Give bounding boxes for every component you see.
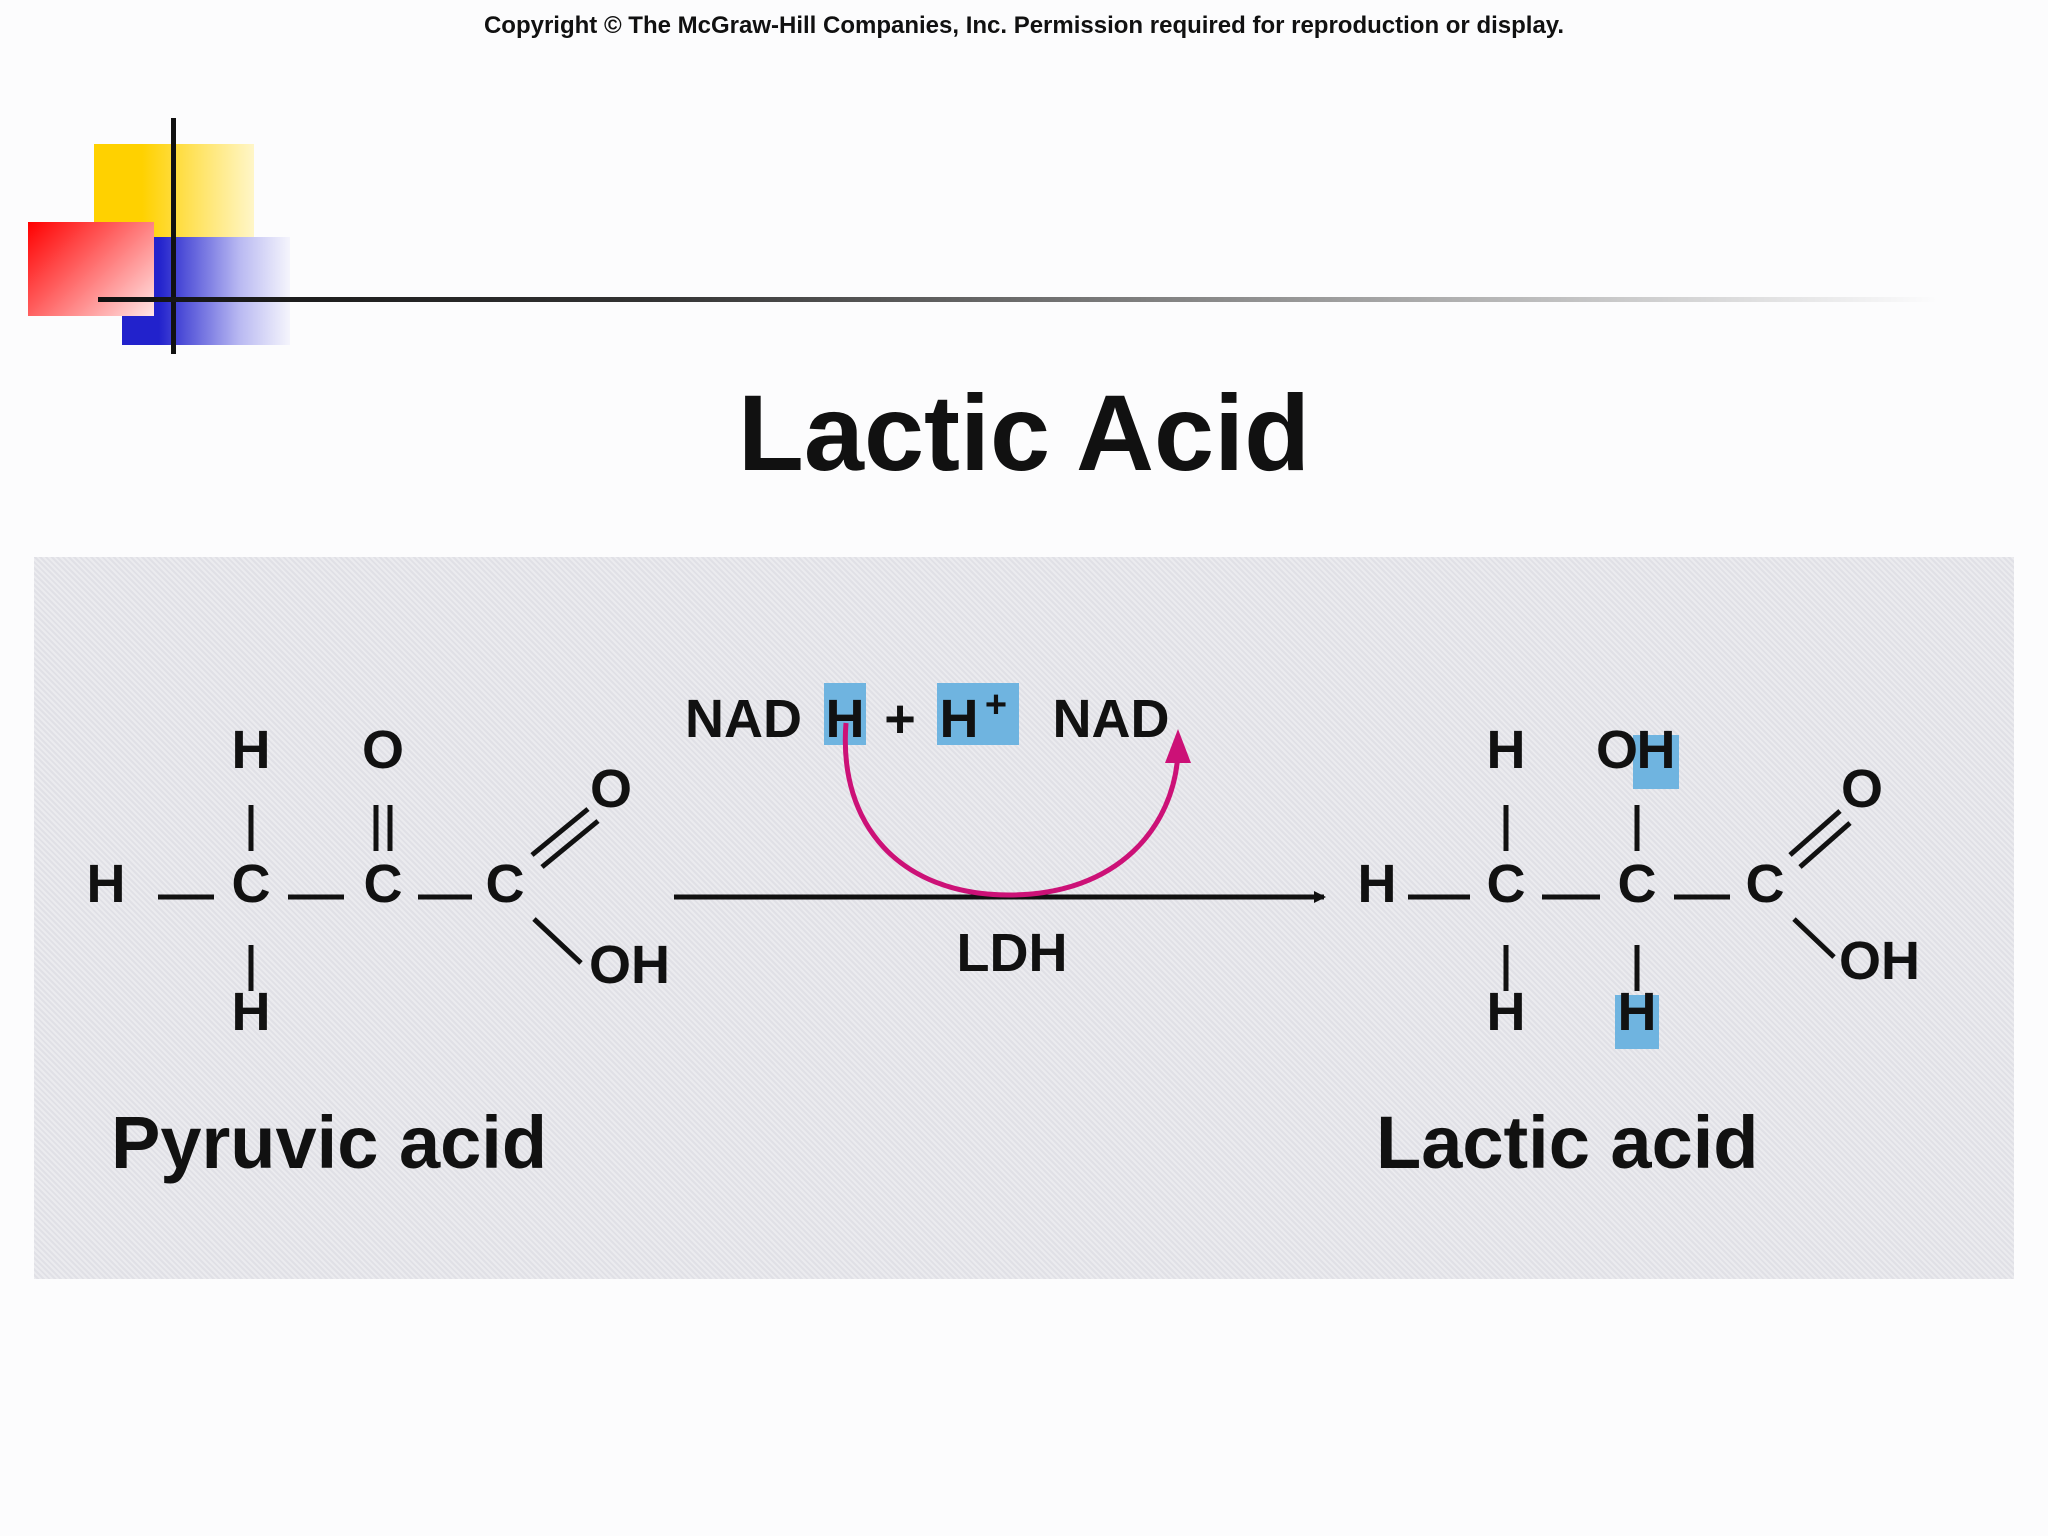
lactic-atom-o-top: O [1596,720,1638,780]
lactic-acid-label: Lactic acid [1376,1101,1759,1184]
lactic-atom-h-new: H [1618,982,1657,1042]
title-divider-line [98,297,1938,302]
reaction-panel: H O H C C C H O OH Pyruvic acid [34,557,2014,1279]
bond-c3-oh [532,917,583,965]
decorative-vertical-line [171,118,176,354]
pyruvic-atom-c2: C [364,854,403,914]
slide-title: Lactic Acid [737,372,1311,493]
bond-c3-o-double-a [530,807,590,857]
bond-c3-o-double-a [1788,809,1842,857]
curved-arrow-head [1165,729,1191,763]
lactic-atom-oh: OH [1839,931,1920,991]
lactic-atom-c2: C [1618,854,1657,914]
highlight-h-plus [937,683,1019,745]
reaction-diagram: H O H C C C H O OH Pyruvic acid [87,683,1921,1184]
lactic-bonds [1408,805,1852,991]
lactic-atom-c3: C [1746,854,1785,914]
cofactor-nad-text: NAD [685,689,802,749]
lactic-atom-h-left: H [1358,854,1397,914]
cofactor-h-ion: H [940,689,979,749]
highlight-oh-h [1633,735,1679,789]
pyruvic-atom-o-top: O [362,720,404,780]
bond-c3-o-double-b [1798,821,1852,869]
bond-c3-oh [1792,917,1836,959]
lactic-atom-h-bottom: H [1487,982,1526,1042]
pyruvic-acid-label: Pyruvic acid [111,1101,547,1184]
pyruvic-acid-structure: H O H C C C H O OH Pyruvic acid [87,720,671,1184]
cofactor-h-ion-charge: + [985,684,1007,726]
cofactor-plus: + [884,689,916,749]
lactic-acid-structure: H O H H C C C H H O OH Lacti [1358,720,1921,1184]
highlight-new-h [1615,995,1659,1049]
reaction-arrow-group: NAD H + H + NAD LDH [674,683,1326,983]
pyruvic-atom-h-bottom: H [232,982,271,1042]
cofactor-nad-product: NAD [1053,689,1170,749]
pyruvic-atom-h-left: H [87,854,126,914]
enzyme-label-ldh: LDH [957,923,1068,983]
pyruvic-atom-c1: C [232,854,271,914]
bond-c3-o-double-b [540,819,600,869]
curved-cofactor-arrow [842,722,1181,898]
pyruvic-atom-h-top: H [232,720,271,780]
pyruvic-bonds [158,805,600,991]
lactic-atom-c1: C [1487,854,1526,914]
pyruvic-atom-oh: OH [589,935,670,995]
lactic-atom-o-right: O [1841,759,1883,819]
pyruvic-atom-c3: C [486,854,525,914]
lactic-atom-h-top: H [1487,720,1526,780]
pyruvic-atom-o-right: O [590,759,632,819]
lactic-atom-h-on-o: H [1637,720,1676,780]
copyright-notice: Copyright © The McGraw-Hill Companies, I… [483,12,1565,39]
